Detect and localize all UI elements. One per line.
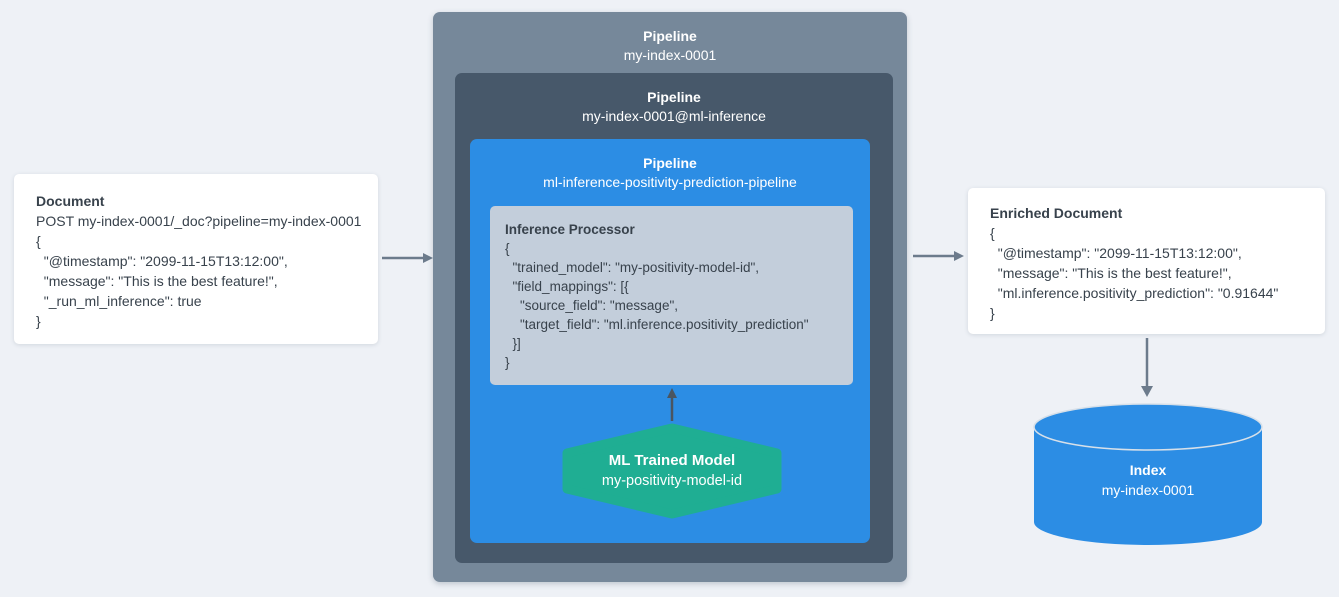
processor-json-line: "source_field": "message", <box>505 298 678 313</box>
pipeline-inner-label: Pipeline <box>643 155 697 171</box>
pipeline-inner-name: ml-inference-positivity-prediction-pipel… <box>543 174 797 190</box>
processor-json-line: "trained_model": "my-positivity-model-id… <box>505 260 760 275</box>
enriched-card-title: Enriched Document <box>990 205 1123 221</box>
index-label: Index <box>1129 462 1167 478</box>
arrow-down-icon <box>1141 338 1153 397</box>
pipeline-outer-header: Pipeline my-index-0001 <box>433 12 907 65</box>
enriched-json-line: } <box>990 305 995 321</box>
cylinder-shape-icon <box>1033 403 1263 545</box>
enriched-json-line: "message": "This is the best feature!", <box>990 265 1232 281</box>
ml-trained-model-node: ML Trained Model my-positivity-model-id <box>562 423 782 519</box>
index-node: Index my-index-0001 <box>1033 400 1263 550</box>
pipeline-mid-name: my-index-0001@ml-inference <box>582 108 766 124</box>
document-card-title: Document <box>36 193 105 209</box>
enriched-json-line: { <box>990 225 995 241</box>
processor-json-line: }] <box>505 336 521 351</box>
pipeline-mid-label: Pipeline <box>647 89 701 105</box>
enriched-json-line: "@timestamp": "2099-11-15T13:12:00", <box>990 245 1242 261</box>
pipeline-outer-name: my-index-0001 <box>623 47 717 63</box>
inference-processor-card: Inference Processor { "trained_model": "… <box>490 206 853 385</box>
processor-json-line: "field_mappings": [{ <box>505 279 629 294</box>
document-request-line: POST my-index-0001/_doc?pipeline=my-inde… <box>36 213 362 229</box>
arrow-right-icon <box>913 251 964 261</box>
pipeline-outer-box: Pipeline my-index-0001 Pipeline my-index… <box>433 12 907 582</box>
pipeline-mid-header: Pipeline my-index-0001@ml-inference <box>455 73 893 126</box>
enriched-json-line: "ml.inference.positivity_prediction": "0… <box>990 285 1279 301</box>
arrow-right-icon <box>382 253 433 263</box>
pipeline-inner-header: Pipeline ml-inference-positivity-predict… <box>470 139 870 192</box>
processor-json-line: { <box>505 241 510 256</box>
document-card: Document POST my-index-0001/_doc?pipelin… <box>14 174 378 344</box>
document-json-line: "@timestamp": "2099-11-15T13:12:00", <box>36 253 288 269</box>
ml-trained-model-text: ML Trained Model my-positivity-model-id <box>562 423 782 519</box>
pipeline-inner-box: Pipeline ml-inference-positivity-predict… <box>470 139 870 543</box>
pipeline-mid-box: Pipeline my-index-0001@ml-inference Pipe… <box>455 73 893 563</box>
processor-json-line: "target_field": "ml.inference.positivity… <box>505 317 809 332</box>
index-name: my-index-0001 <box>1101 482 1195 498</box>
pipeline-outer-label: Pipeline <box>643 28 697 44</box>
index-text: Index my-index-0001 <box>1033 460 1263 500</box>
document-json-line: { <box>36 233 41 249</box>
enriched-document-card: Enriched Document { "@timestamp": "2099-… <box>968 188 1325 334</box>
processor-json-line: } <box>505 355 510 370</box>
document-json-line: "_run_ml_inference": true <box>36 293 202 309</box>
ml-trained-model-name: my-positivity-model-id <box>601 473 743 489</box>
document-json-line: "message": "This is the best feature!", <box>36 273 278 289</box>
inference-processor-title: Inference Processor <box>505 222 635 237</box>
ml-trained-model-title: ML Trained Model <box>608 452 736 469</box>
hexagon-shape-icon <box>562 423 782 519</box>
document-json-line: } <box>36 313 41 329</box>
arrow-up-icon <box>667 388 677 421</box>
